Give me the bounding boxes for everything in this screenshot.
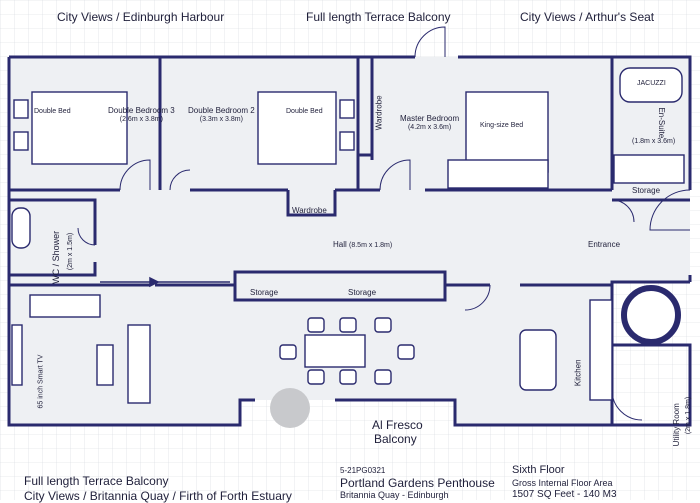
balcony-table: [270, 388, 310, 428]
bed3-label: Double Bedroom 3(2.6m x 3.8m): [108, 106, 175, 123]
kitchen-label: Kitchen: [573, 359, 583, 387]
bed2-label: Double Bedroom 2(3.3m x 3.8m): [188, 106, 255, 123]
bed3-bed: [31, 91, 128, 165]
bed2-bed-label: Double Bed: [286, 108, 323, 115]
bed3-bed-label: Double Bed: [34, 108, 71, 115]
wc-label: WC / Shower: [51, 230, 62, 284]
storage-2: Storage: [348, 288, 377, 297]
furniture: [11, 67, 685, 404]
storage-1: Storage: [250, 288, 279, 297]
wardrobe-bed2: Wardrobe: [292, 206, 327, 215]
wardrobe-master: Wardrobe: [374, 95, 384, 131]
round-fixture: [621, 285, 681, 345]
plan-ref: 5-21PG0321: [340, 466, 386, 475]
master-label: Master Bedroom(4.2m x 3.6m): [400, 114, 460, 131]
master-bed: [465, 91, 549, 173]
bottom-left-label-1: Full length Terrace Balcony: [24, 474, 169, 488]
jacuzzi-label: JACUZZI: [637, 80, 666, 87]
area-label: Gross Internal Floor Area: [512, 478, 613, 488]
top-left-label: City Views / Edinburgh Harbour: [57, 10, 225, 24]
plan-title: Portland Gardens Penthouse: [340, 476, 495, 490]
floor-level: Sixth Floor: [512, 464, 565, 476]
ensuite-dims: (1.8m x 3.6m): [632, 138, 676, 145]
entrance-label: Entrance: [588, 240, 621, 249]
ensuite-label: En-Suite: [657, 107, 667, 139]
kitchen-island: [519, 329, 557, 391]
area-value: 1507 SQ Feet - 140 M3: [512, 489, 617, 500]
direction-arrow: [100, 276, 230, 288]
storage-ensuite: Storage: [632, 186, 661, 195]
hall-label: Hall (8.5m x 1.8m): [333, 240, 393, 249]
top-center-label: Full length Terrace Balcony: [306, 10, 451, 24]
utility-dims: (2m x 1.8m): [685, 396, 693, 435]
bottom-left-label-2: City Views / Britannia Quay / Firth of F…: [24, 489, 292, 503]
bed2-bed: [257, 91, 337, 165]
wc-dims: (2m x 1.5m): [67, 232, 75, 271]
top-right-label: City Views / Arthur's Seat: [520, 10, 655, 24]
tv-label: 65 inch Smart TV: [37, 354, 45, 409]
jacuzzi: [619, 67, 683, 103]
master-bed-label: King-size Bed: [480, 122, 524, 129]
utility-label: Utility Room: [671, 403, 681, 447]
plan-location: Britannia Quay - Edinburgh: [340, 490, 449, 500]
